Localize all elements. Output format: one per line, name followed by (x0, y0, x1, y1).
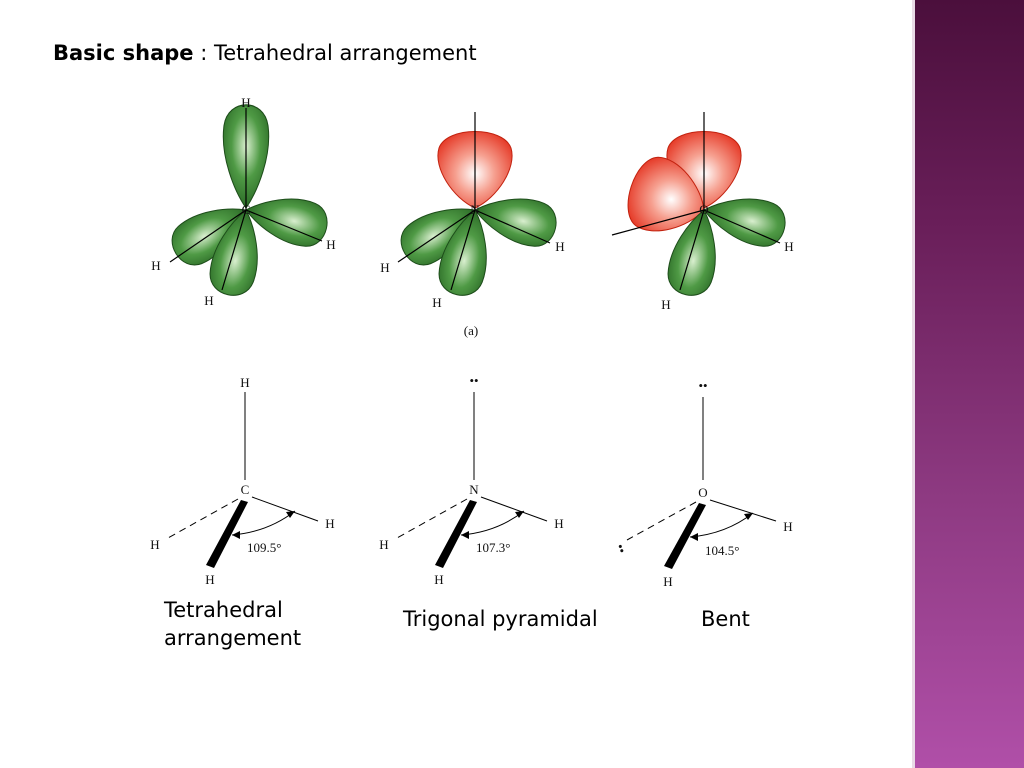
atom-label-o: O (698, 485, 707, 500)
atom-label-n: N (469, 482, 479, 497)
atom-label-h: H (151, 258, 160, 273)
methane-orbital-model: H C H H H (151, 95, 335, 308)
ammonia-structure: •• N H H H 107.3° (379, 373, 563, 587)
atom-label-h: H (554, 516, 563, 531)
atom-label-n: N (470, 202, 480, 217)
lone-pair-dots: •• (613, 542, 630, 556)
decorative-side-bar (912, 0, 1024, 768)
ammonia-orbital-model: N H H H (380, 112, 565, 310)
heading-bold: Basic shape (53, 41, 194, 65)
wedge-bond (435, 500, 477, 568)
atom-label-o: O (699, 202, 708, 217)
atom-label-h: H (325, 516, 334, 531)
atom-label-h: H (379, 537, 388, 552)
water-orbital-model: O H H (611, 112, 794, 312)
atom-label-h: H (784, 239, 793, 254)
water-structure: •• O •• H H 104.5° (613, 378, 793, 589)
atom-label-h: H (661, 297, 670, 312)
caption-ammonia: Trigonal pyramidal (403, 607, 598, 631)
atom-label-h: H (204, 293, 213, 308)
slide-content: Basic shape : Tetrahedral arrangement (53, 41, 794, 652)
heading-text: Tetrahedral arrangement (213, 41, 477, 65)
bond-angle-label: 107.3° (476, 540, 510, 555)
atom-label-h: H (663, 574, 672, 589)
atom-label-h: H (205, 572, 214, 587)
atom-label-h: H (555, 239, 564, 254)
atom-label-h: H (240, 375, 249, 390)
wedge-bond (664, 503, 706, 569)
atom-label-c: C (241, 482, 250, 497)
atom-label-c: C (242, 202, 251, 217)
caption-methane: Tetrahedral arrangement (164, 596, 301, 652)
molecular-geometry-diagram: H C H H H N H H H (150, 95, 794, 589)
heading-separator: : (193, 41, 214, 65)
atom-label-h: H (150, 537, 159, 552)
atom-label-h: H (380, 260, 389, 275)
caption-water: Bent (701, 607, 750, 631)
panel-a-label: (a) (464, 323, 478, 338)
wedge-bond (206, 500, 248, 568)
atom-label-h: H (326, 237, 335, 252)
bond-angle-label: 104.5° (705, 543, 739, 558)
lone-pair-dots: •• (698, 378, 707, 393)
lone-pair-dots: •• (469, 373, 478, 388)
atom-label-h: H (434, 572, 443, 587)
atom-label-h: H (241, 95, 250, 110)
caption-line: arrangement (164, 626, 302, 650)
caption-line: Tetrahedral (164, 598, 283, 622)
bond-angle-label: 109.5° (247, 540, 281, 555)
atom-label-h: H (783, 519, 792, 534)
methane-structure: H C H H H 109.5° (150, 375, 334, 587)
atom-label-h: H (432, 295, 441, 310)
slide-heading: Basic shape : Tetrahedral arrangement (53, 41, 477, 65)
